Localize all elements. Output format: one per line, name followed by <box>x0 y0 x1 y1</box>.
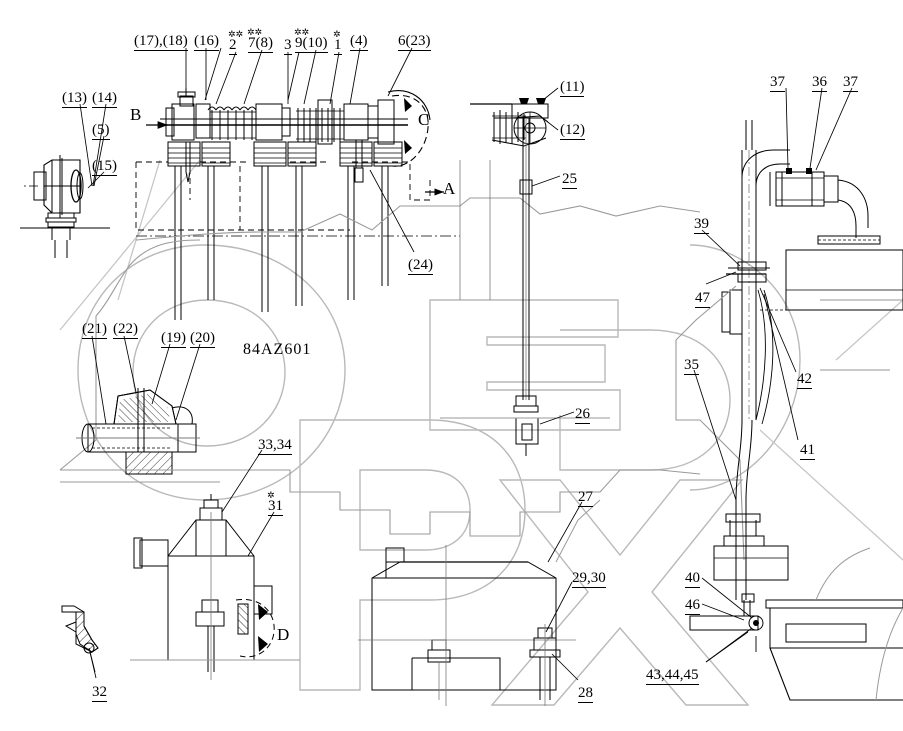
engine-silhouette <box>60 469 701 537</box>
callout-3: 3 <box>284 37 292 55</box>
callout-1-star-marker: ✲ <box>333 30 341 40</box>
callout-41: 41 <box>800 442 815 460</box>
bearing-yoke-detail <box>60 388 220 483</box>
callout-42: 42 <box>797 371 812 389</box>
head-envelope-outline <box>135 161 431 231</box>
callout-25: 25 <box>562 171 577 189</box>
housing-assembly <box>130 494 300 680</box>
detail-mark-d: D <box>277 625 290 644</box>
callout-35: 35 <box>684 357 699 375</box>
callout-33-34: 33,34 <box>258 437 292 455</box>
callout-37-left: 37 <box>770 74 785 92</box>
callout-37-right: 37 <box>843 74 858 92</box>
callout-39: 39 <box>694 216 709 234</box>
callout-29-30: 29,30 <box>572 570 606 588</box>
callout-6-23: 6(23) <box>398 33 431 51</box>
callout-36: 36 <box>812 74 827 92</box>
callout-32: 32 <box>92 684 107 702</box>
callout-11: (11) <box>560 79 585 97</box>
rocker-shaft-assembly <box>146 88 431 320</box>
governor-linkage <box>440 98 610 456</box>
callout-12: (12) <box>560 122 585 140</box>
drawing-part-number: 84AZ601 <box>243 341 312 358</box>
callout-2: 2 <box>229 37 237 55</box>
intake-turbo-assembly <box>741 120 903 420</box>
callout-20: (20) <box>190 330 215 348</box>
lever-part-32 <box>61 605 99 673</box>
callout-27: 27 <box>578 489 593 507</box>
bracket-assembly-left <box>20 155 110 258</box>
callout-4: (4) <box>350 33 368 51</box>
callout-1: 1 <box>334 37 342 55</box>
section-mark-a: A <box>443 179 456 198</box>
callout-43-44-45: 43,44,45 <box>646 667 699 685</box>
callout-5: (5) <box>92 122 110 140</box>
fuel-line-assembly <box>675 261 789 652</box>
detail-mark-c: C <box>418 110 430 129</box>
callout-9-10: 9(10) <box>295 35 328 53</box>
callout-26: 26 <box>575 406 590 424</box>
callout-31: 31 <box>268 498 283 516</box>
callout-40: 40 <box>685 570 700 588</box>
callout-2-star-marker: ✲✲ <box>228 30 244 40</box>
callout-22: (22) <box>113 321 138 339</box>
callout-28: 28 <box>578 685 593 703</box>
leader-lines <box>79 47 853 681</box>
callout-47: 47 <box>695 290 710 308</box>
callout-15: (15) <box>92 158 117 176</box>
section-mark-b: B <box>130 105 142 124</box>
tank-shield-right <box>765 547 903 701</box>
callout-14: (14) <box>92 90 117 108</box>
callout-24: (24) <box>408 257 433 275</box>
callout-16: (16) <box>194 33 219 51</box>
callout-31-star-marker: ✲ <box>267 491 275 501</box>
callout-7-8-star-marker: ✲✲ <box>247 28 263 38</box>
engine-body-outline <box>59 197 701 471</box>
oil-pan-assembly <box>358 499 601 706</box>
callout-19: (19) <box>161 330 186 348</box>
callout-17-18: (17),(18) <box>134 33 188 51</box>
callout-13: (13) <box>62 90 87 108</box>
callout-21: (21) <box>82 321 107 339</box>
callout-46: 46 <box>685 597 700 615</box>
callout-9-10-star-marker: ✲✲ <box>294 28 310 38</box>
callout-7-8: 7(8) <box>248 35 273 53</box>
